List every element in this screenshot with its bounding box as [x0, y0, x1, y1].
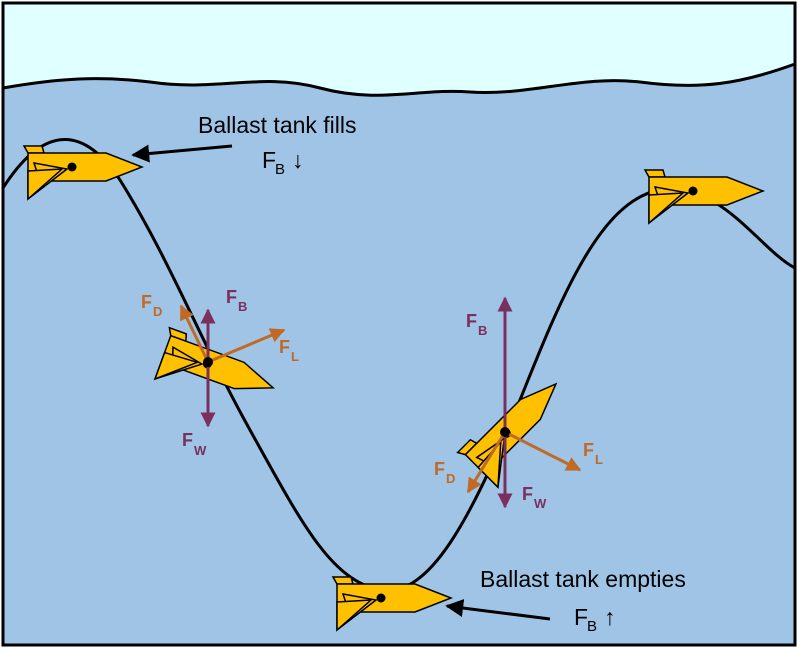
forces-ascending: F B F L F D F W: [434, 296, 603, 511]
annotation-top-text: Ballast tank fills: [198, 112, 357, 138]
svg-text:F: F: [279, 337, 290, 357]
annotation-bottom-force: F B ↑: [574, 604, 616, 635]
arrow-icon: [445, 599, 551, 621]
annotation-bottom-text: Ballast tank empties: [480, 566, 686, 592]
label-weight: F W: [522, 484, 547, 511]
svg-text:W: W: [534, 496, 547, 511]
svg-text:L: L: [595, 452, 603, 467]
label-lift: F L: [279, 337, 299, 364]
forces-descending: F D F B F L F W: [141, 287, 299, 458]
svg-text:F: F: [583, 440, 594, 460]
svg-text:B: B: [478, 323, 487, 338]
svg-text:F: F: [434, 459, 445, 479]
svg-text:L: L: [291, 349, 299, 364]
drag-arrow: [179, 304, 210, 363]
annotation-top-force: F B ↓: [262, 147, 304, 178]
svg-text:B: B: [587, 618, 597, 635]
label-buoyancy: F B: [226, 287, 247, 314]
svg-text:W: W: [194, 443, 207, 458]
lift-arrow: [207, 328, 286, 364]
down-arrow-icon: ↓: [292, 147, 304, 173]
svg-text:F: F: [574, 604, 588, 630]
center-of-mass: [203, 357, 213, 367]
center-of-mass: [500, 427, 510, 437]
svg-text:F: F: [262, 147, 276, 173]
label-drag: F D: [141, 292, 162, 319]
svg-text:D: D: [446, 471, 455, 486]
lift-arrow: [504, 430, 582, 472]
label-drag: F D: [434, 459, 455, 486]
svg-text:F: F: [141, 292, 152, 312]
up-arrow-icon: ↑: [604, 604, 616, 630]
label-lift: F L: [583, 440, 603, 467]
drag-arrow: [466, 431, 507, 494]
arrow-icon: [131, 144, 233, 163]
label-buoyancy: F B: [466, 311, 487, 338]
svg-text:F: F: [182, 430, 193, 450]
svg-text:D: D: [153, 304, 162, 319]
svg-text:F: F: [522, 484, 533, 504]
water: [1, 61, 797, 647]
svg-text:B: B: [275, 161, 285, 178]
svg-text:B: B: [238, 299, 247, 314]
svg-text:F: F: [226, 287, 237, 307]
svg-text:F: F: [466, 311, 477, 331]
label-weight: F W: [182, 430, 207, 458]
